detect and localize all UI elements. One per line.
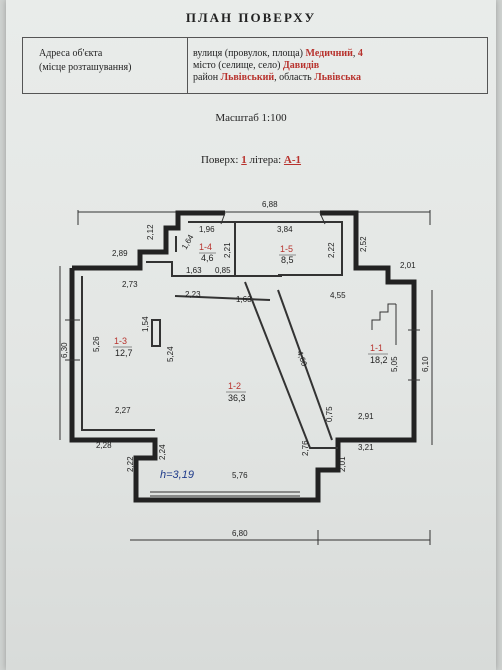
dim-room-1-3-bottom: 2,27 (115, 406, 131, 415)
address-label-sub: (місце розташування) (39, 62, 132, 73)
litera-prefix: літера: (249, 154, 282, 166)
dim-room-1-3-top: 2,73 (122, 280, 138, 289)
address-label-cell: Адреса об'єкта (місце розташування) (23, 38, 188, 93)
dim-overall-left: 6,30 (60, 342, 69, 358)
house-separator: , (352, 48, 356, 59)
dim-wall-b: 1,64 (180, 233, 196, 251)
city-name: Давидів (282, 60, 320, 71)
address-district-line: район Львівський, область Львівська (193, 72, 361, 83)
dim-room-1-5-top: 3,84 (277, 225, 293, 234)
ceiling-height: h=3,19 (160, 469, 194, 481)
dim-column: 1,54 (141, 316, 150, 332)
room-1-5-id: 1-5 (280, 244, 293, 254)
room-1-2-id: 1-2 (228, 381, 241, 391)
dim-wall-e: 2,01 (400, 261, 416, 270)
dim-diagonal-wall: 4,60 (295, 350, 309, 368)
dim-overall-bottom: 6,80 (232, 529, 248, 538)
litera-value: А-1 (283, 154, 302, 166)
room-1-5-area: 8,5 (281, 255, 294, 265)
dim-door-1-4: 0,85 (215, 266, 231, 275)
dim-corridor-b: 1,63 (236, 295, 252, 304)
dim-room-1-1-side: 5,05 (390, 356, 399, 372)
dim-overall-top: 6,88 (262, 200, 278, 209)
room-1-3-area: 12,7 (115, 348, 133, 358)
scale-label: Масштаб 1:100 (215, 112, 287, 124)
dim-door-1-1: 0,75 (325, 406, 334, 422)
dim-wall-c: 2,52 (359, 236, 368, 252)
dim-room-1-4-top: 1,96 (199, 225, 215, 234)
address-street-line: вулиця (провулок, площа) Медичний, 4 (193, 48, 363, 59)
dim-wall-h: 2,24 (158, 444, 167, 460)
floor-number: 1 (241, 154, 247, 166)
street-prefix: вулиця (провулок, площа) (193, 48, 304, 59)
dim-room-1-4-bottom: 1,63 (186, 266, 202, 275)
street-name: Медичний (305, 48, 353, 59)
dim-wall-g: 2,28 (96, 441, 112, 450)
dim-wall-f: 3,21 (358, 443, 374, 452)
page-title: ПЛАН ПОВЕРХУ (185, 10, 317, 25)
floor-prefix: Поверх: (200, 154, 239, 166)
address-label: Адреса об'єкта (39, 48, 103, 59)
district-prefix: район (193, 72, 219, 83)
dim-room-1-2-bottom: 5,76 (232, 471, 248, 480)
city-prefix: місто (селище, село) (193, 60, 281, 71)
address-table: Адреса об'єкта (місце розташування) вули… (22, 37, 488, 94)
dim-room-1-1-bottom: 2,91 (358, 412, 374, 421)
dim-wall-d: 2,89 (112, 249, 128, 258)
dim-overall-right: 6,10 (421, 356, 430, 372)
dim-corridor-a: 2,23 (185, 290, 201, 299)
dim-room-1-5-side: 2,22 (327, 242, 336, 258)
dim-room-1-3-side: 5,26 (92, 336, 101, 352)
dim-wall-a: 2,12 (146, 224, 155, 240)
district-name: Львівський (220, 72, 275, 83)
dim-wall-j: 2,22 (126, 456, 135, 472)
dim-wall-k: 2,01 (338, 456, 347, 472)
dim-room-1-1-top: 4,55 (330, 291, 346, 300)
dim-wall-i: 2,76 (301, 440, 310, 456)
region-name: Львівська (314, 72, 362, 83)
room-1-1-area: 18,2 (370, 355, 388, 365)
dim-room-1-4-side: 2,21 (223, 242, 232, 258)
address-city-line: місто (селище, село) Давидів (193, 60, 319, 71)
region-prefix: , область (274, 72, 312, 83)
dim-room-1-2-side: 5,24 (166, 346, 175, 362)
room-1-2-area: 36,3 (228, 393, 246, 403)
room-1-4-id: 1-4 (199, 242, 212, 252)
room-1-1-id: 1-1 (370, 343, 383, 353)
room-1-4-area: 4,6 (201, 253, 214, 263)
house-number: 4 (357, 48, 363, 59)
floor-info: Поверх: 1 літера: А-1 (0, 154, 502, 166)
room-1-3-id: 1-3 (114, 336, 127, 346)
